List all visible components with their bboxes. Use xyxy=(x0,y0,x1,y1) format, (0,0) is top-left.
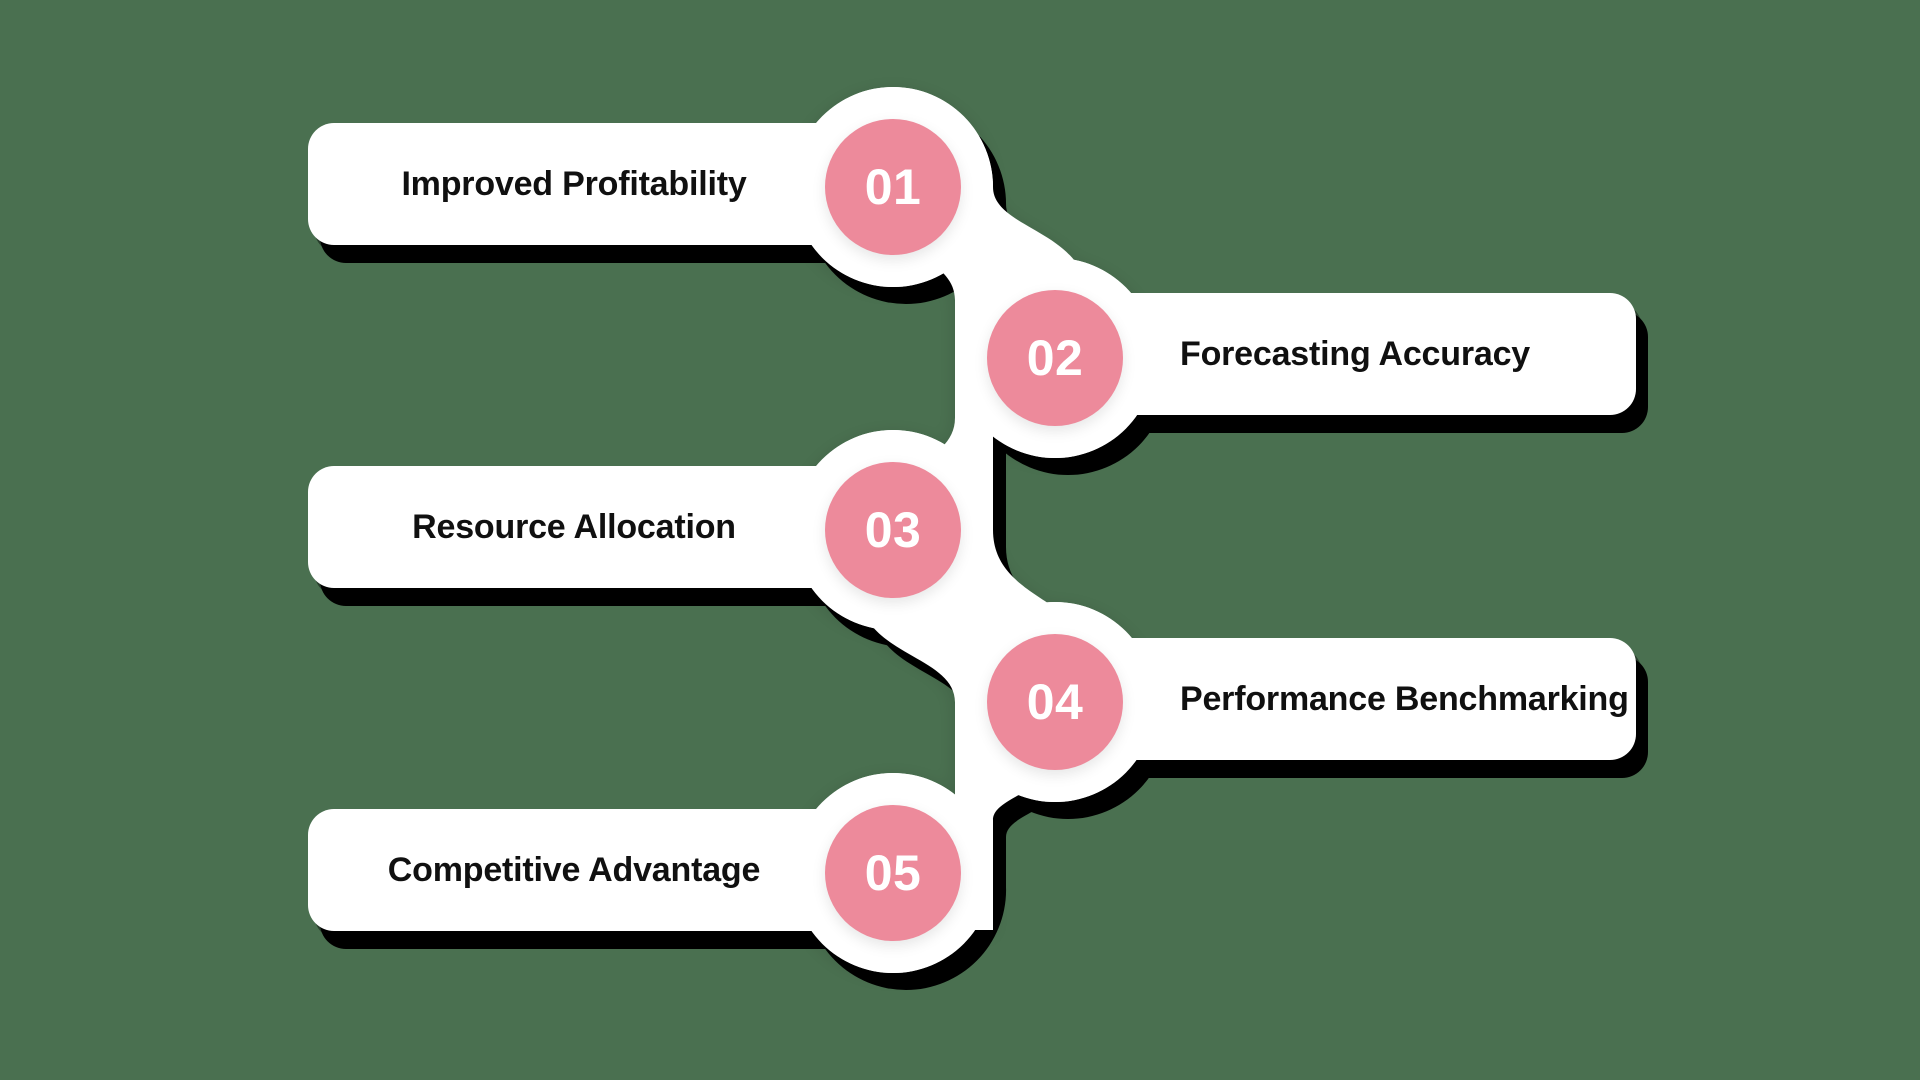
badge-number-3: 03 xyxy=(864,502,922,558)
card-label-4: Performance Benchmarking xyxy=(1180,680,1629,718)
card-label-5: Competitive Advantage xyxy=(387,851,761,889)
badge-circle-3[interactable]: 03 xyxy=(825,462,961,598)
badge-circle-4[interactable]: 04 xyxy=(987,634,1123,770)
card-label-3: Resource Allocation xyxy=(412,508,736,546)
list-item-card-5[interactable]: Competitive Advantage xyxy=(308,809,900,931)
badge-number-4: 04 xyxy=(1026,674,1084,730)
badge-circle-2[interactable]: 02 xyxy=(987,290,1123,426)
list-item-card-3[interactable]: Resource Allocation xyxy=(308,466,900,588)
badge-number-5: 05 xyxy=(864,845,922,901)
list-item-card-4[interactable]: Performance Benchmarking xyxy=(1050,638,1636,760)
card-label-1: Improved Profitability xyxy=(401,165,747,203)
badge-circle-1[interactable]: 01 xyxy=(825,119,961,255)
list-item-card-2[interactable]: Forecasting Accuracy xyxy=(1050,293,1636,415)
badge-number-1: 01 xyxy=(864,159,922,215)
badge-circle-5[interactable]: 05 xyxy=(825,805,961,941)
badge-number-2: 02 xyxy=(1026,330,1084,386)
list-item-card-1[interactable]: Improved Profitability xyxy=(308,123,900,245)
card-label-2: Forecasting Accuracy xyxy=(1180,335,1530,373)
